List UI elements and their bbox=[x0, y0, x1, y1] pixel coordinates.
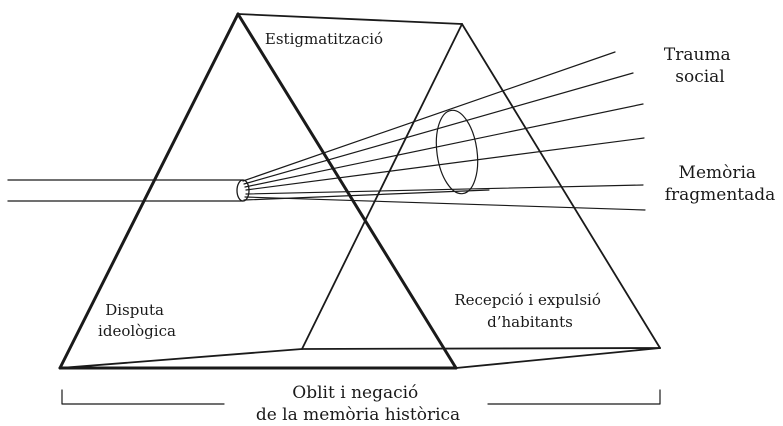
refracted-rays bbox=[242, 51, 646, 211]
memoria-fragmentada-line-2: fragmentada bbox=[665, 185, 776, 205]
prism-wireframe bbox=[58, 12, 661, 370]
left-face-label: Disputa ideològica bbox=[98, 301, 176, 340]
ray-5 bbox=[245, 184, 644, 195]
spread-beam-section bbox=[435, 109, 479, 195]
right-face-label-line-1: Recepció i expulsió bbox=[454, 291, 601, 309]
trauma-social-line-2: social bbox=[675, 67, 725, 87]
ray-7 bbox=[243, 189, 490, 201]
base-label-line-1: Oblit i negació bbox=[292, 383, 418, 403]
incoming-beam bbox=[7, 179, 250, 202]
right-face-label-line-2: d’habitants bbox=[487, 313, 573, 331]
memoria-fragmentada-label: Memòria fragmentada bbox=[665, 163, 776, 205]
left-face-label-line-1: Disputa bbox=[105, 301, 164, 319]
back-face-base-edge bbox=[301, 347, 661, 350]
left-bracket bbox=[61, 389, 225, 405]
ray-2 bbox=[243, 72, 634, 185]
right-bottom-edge bbox=[455, 347, 661, 369]
base-brackets bbox=[61, 389, 661, 405]
trauma-social-line-1: Trauma bbox=[664, 45, 731, 65]
ray-4 bbox=[245, 137, 645, 191]
left-face-label-line-2: ideològica bbox=[98, 322, 176, 340]
right-bracket bbox=[487, 389, 661, 405]
left-bottom-edge bbox=[59, 348, 303, 369]
ray-6 bbox=[244, 196, 646, 211]
front-face-left-edge bbox=[58, 12, 240, 370]
trauma-social-label: Trauma social bbox=[664, 45, 736, 87]
top-face-label: Estigmatització bbox=[265, 30, 383, 48]
ridge-edge bbox=[237, 13, 463, 25]
ray-1 bbox=[242, 51, 616, 182]
front-face-right-edge bbox=[236, 12, 458, 370]
ray-3 bbox=[244, 103, 644, 188]
back-face-right-edge bbox=[461, 23, 661, 349]
memoria-fragmentada-line-1: Memòria bbox=[679, 163, 757, 183]
base-label: Oblit i negació de la memòria històrica bbox=[256, 383, 460, 425]
right-face-label: Recepció i expulsió d’habitants bbox=[454, 291, 605, 331]
incoming-beam-aperture bbox=[236, 179, 250, 202]
back-face-left-edge bbox=[301, 23, 463, 350]
base-label-line-2: de la memòria històrica bbox=[256, 405, 460, 425]
